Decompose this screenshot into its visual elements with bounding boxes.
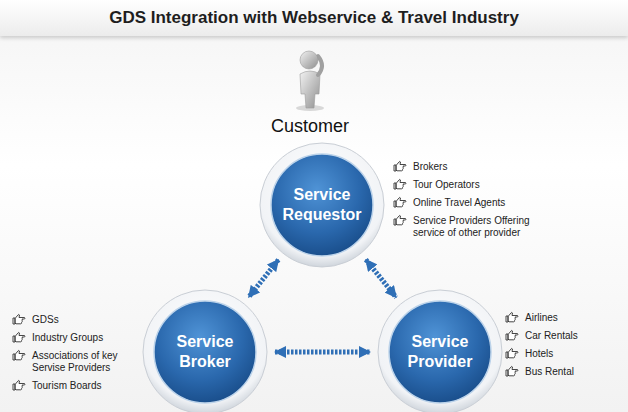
double-arrow bbox=[275, 350, 370, 355]
customer-figure bbox=[288, 44, 332, 114]
hand-icon bbox=[393, 160, 407, 172]
hand-icon bbox=[12, 379, 26, 391]
hand-icon bbox=[505, 365, 519, 377]
list-item: Airlines bbox=[505, 312, 615, 324]
list-item: GDSs bbox=[12, 314, 120, 326]
hand-icon bbox=[505, 311, 519, 323]
circle-label: Service Requestor bbox=[282, 141, 362, 269]
service-circle: Service Requestor bbox=[258, 141, 386, 269]
bullet-text: Service Providers Offering service of ot… bbox=[413, 215, 533, 239]
bullet-text: Online Travel Agents bbox=[413, 197, 505, 209]
hand-icon bbox=[505, 329, 519, 341]
circle-label: Service Broker bbox=[165, 288, 245, 412]
service-circle: Service Provider bbox=[376, 288, 504, 412]
list-item: Associations of key Servise Providers bbox=[12, 350, 120, 374]
hand-icon bbox=[12, 349, 26, 361]
actor-label: Customer bbox=[240, 116, 380, 137]
bullet-text: GDSs bbox=[32, 314, 59, 326]
bullet-text: Brokers bbox=[413, 161, 447, 173]
hand-icon bbox=[12, 331, 26, 343]
list-item: Tourism Boards bbox=[12, 380, 120, 392]
list-item: Tour Operators bbox=[393, 179, 533, 191]
hand-icon bbox=[12, 313, 26, 325]
circle-outline bbox=[258, 141, 386, 269]
hand-icon bbox=[393, 196, 407, 208]
circle-label: Service Provider bbox=[400, 288, 480, 412]
list-item: Service Providers Offering service of ot… bbox=[393, 215, 533, 239]
hand-icon bbox=[393, 214, 407, 226]
service-circle: Service Broker bbox=[141, 288, 269, 412]
bullet-text: Bus Rental bbox=[525, 366, 574, 378]
diagram-title: GDS Integration with Webservice & Travel… bbox=[0, 8, 628, 28]
list-item: Brokers bbox=[393, 161, 533, 173]
hand-icon bbox=[505, 347, 519, 359]
double-arrow bbox=[249, 260, 279, 297]
list-item: Industry Groups bbox=[12, 332, 120, 344]
bullet-list: BrokersTour OperatorsOnline Travel Agent… bbox=[393, 161, 533, 245]
list-item: Car Rentals bbox=[505, 330, 615, 342]
bullet-text: Airlines bbox=[525, 312, 558, 324]
list-item: Online Travel Agents bbox=[393, 197, 533, 209]
bullet-text: Hotels bbox=[525, 348, 553, 360]
bullet-text: Industry Groups bbox=[32, 332, 103, 344]
bullet-text: Associations of key Servise Providers bbox=[32, 350, 120, 374]
bullet-text: Tour Operators bbox=[413, 179, 480, 191]
bullet-list: AirlinesCar RentalsHotelsBus Rental bbox=[505, 312, 615, 384]
double-arrow bbox=[366, 260, 396, 298]
bullet-text: Tourism Boards bbox=[32, 380, 101, 392]
list-item: Hotels bbox=[505, 348, 615, 360]
bullet-text: Car Rentals bbox=[525, 330, 578, 342]
bullet-list: GDSsIndustry GroupsAssociations of key S… bbox=[12, 314, 120, 398]
list-item: Bus Rental bbox=[505, 366, 615, 378]
hand-icon bbox=[393, 178, 407, 190]
